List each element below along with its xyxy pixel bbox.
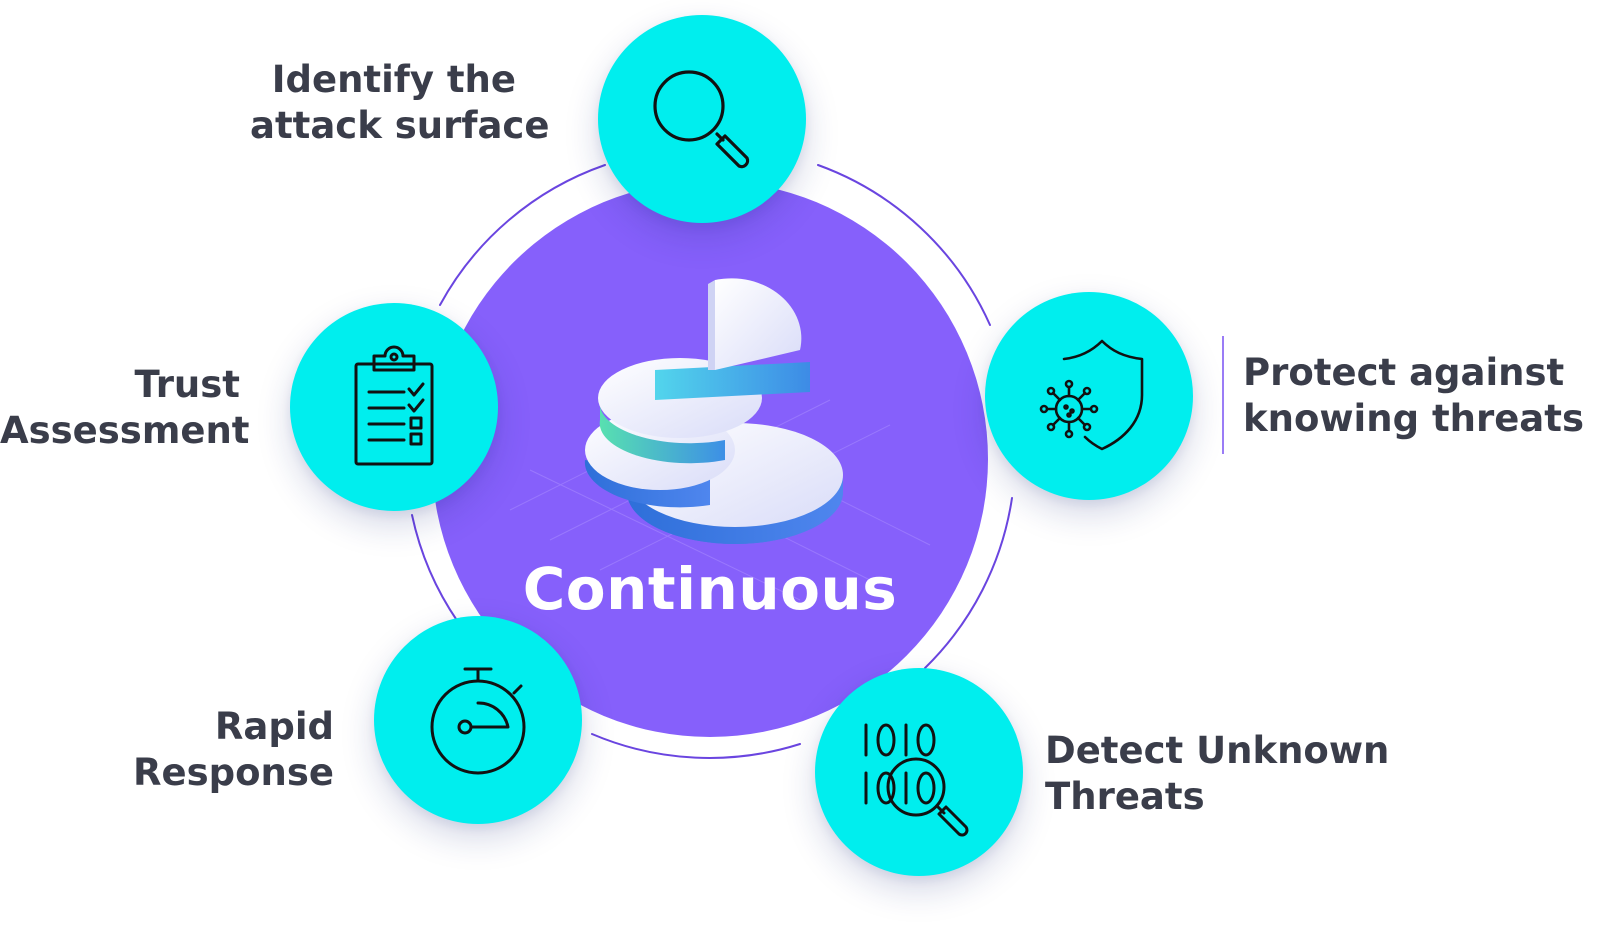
node-trust[interactable] xyxy=(290,303,498,511)
label-protect-line-1: Protect against xyxy=(1243,351,1565,394)
label-rapid-line-2: Response xyxy=(133,751,334,794)
node-identify[interactable] xyxy=(598,15,806,223)
label-protect-line-2: knowing threats xyxy=(1243,397,1584,440)
label-trust-line-2: Assessment xyxy=(0,409,250,452)
label-trust: Trust Assessment xyxy=(0,362,250,454)
center-title: Continuous xyxy=(522,555,898,623)
clipboard-checklist-icon xyxy=(354,345,434,466)
stopwatch-icon xyxy=(430,667,526,775)
label-trust-line-1: Trust xyxy=(134,363,240,406)
label-detect: Detect Unknown Threats xyxy=(1045,728,1389,820)
label-identify: Identify the attack surface xyxy=(250,57,550,149)
label-identify-line-2: attack surface xyxy=(250,104,550,147)
node-detect[interactable] xyxy=(815,668,1023,876)
label-detect-line-1: Detect Unknown xyxy=(1045,729,1390,772)
node-protect[interactable] xyxy=(985,292,1193,500)
magnifier-icon xyxy=(653,70,750,169)
label-protect: Protect against knowing threats xyxy=(1243,350,1584,442)
label-identify-line-1: Identify the xyxy=(271,58,516,101)
binary-search-icon xyxy=(864,723,969,837)
continuous-s-illustration xyxy=(509,278,931,601)
protect-divider xyxy=(1222,336,1224,454)
virus-shield-icon xyxy=(1039,339,1144,451)
label-detect-line-2: Threats xyxy=(1045,775,1205,818)
label-rapid-line-1: Rapid xyxy=(214,705,334,748)
label-rapid: Rapid Response xyxy=(100,704,334,796)
node-rapid[interactable] xyxy=(374,616,582,824)
